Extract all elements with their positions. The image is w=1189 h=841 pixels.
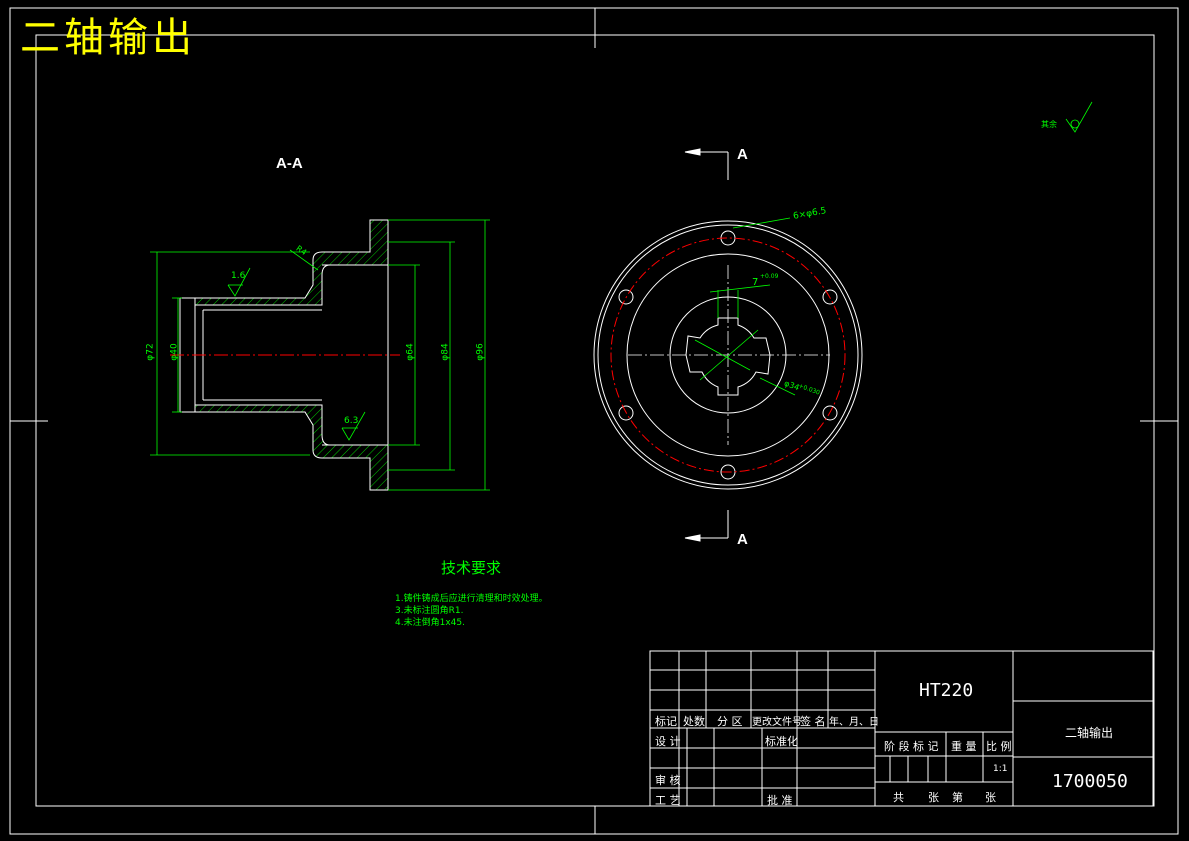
design-label: 设 计 <box>655 735 681 748</box>
roughness-6-3: 6.3 <box>344 416 359 426</box>
stage-mark-label: 阶 段 标 记 <box>884 740 939 753</box>
ratio-label: 比 例 <box>986 740 1012 753</box>
approve-label: 批 准 <box>767 794 793 807</box>
cut-label-bottom: A <box>737 531 748 548</box>
title-block <box>649 650 1154 807</box>
header-count: 处数 <box>683 715 705 728</box>
part-name: 二轴输出 <box>1065 726 1114 740</box>
process-label: 工 艺 <box>655 794 681 807</box>
section-label: A-A <box>276 155 303 172</box>
drawing-no: 1700050 <box>1052 771 1128 792</box>
drawing-title: 二轴输出 <box>20 15 196 61</box>
sheets2-label: 张 <box>985 791 996 804</box>
scale-value: 1:1 <box>993 764 1008 774</box>
dim-phi72: φ72 <box>145 343 156 361</box>
section-upper-wall <box>180 219 389 306</box>
cut-label-top: A <box>737 146 748 163</box>
dim-phi96: φ96 <box>475 343 486 361</box>
front-view <box>593 148 863 542</box>
dim-phi40: φ40 <box>169 343 180 361</box>
standardize-label: 标准化 <box>765 735 798 748</box>
frame <box>9 7 1179 835</box>
total-label: 共 <box>893 791 904 804</box>
section-view <box>150 219 490 491</box>
header-date: 年、月、日 <box>829 717 879 728</box>
weight-label: 重 量 <box>951 740 977 753</box>
bolt-circle <box>610 237 846 473</box>
tech-requirements-title: 技术要求 <box>441 559 502 577</box>
tech-requirement-item: 3.未标注圆角R1. <box>395 606 464 616</box>
header-signature: 签 名 <box>800 715 826 728</box>
sheet-no-label: 第 <box>952 791 963 804</box>
header-zone: 分 区 <box>717 715 743 728</box>
keyway-tol: +0.09 <box>760 273 779 280</box>
dim-phi84: φ84 <box>440 343 451 361</box>
header-change-doc: 更改文件号 <box>752 717 802 728</box>
dim-phi64: φ64 <box>405 343 416 361</box>
roughness-symbol <box>1065 101 1093 133</box>
roughness-remaining-label: 其余 <box>1041 120 1057 129</box>
tech-requirement-item: 4.未注倒角1x45. <box>395 618 465 628</box>
sheets-label: 张 <box>928 791 939 804</box>
header-mark: 标记 <box>655 715 677 728</box>
roughness-1-6: 1.6 <box>231 271 246 281</box>
tech-requirement-item: 1.铸件铸成后应进行清理和时效处理。 <box>395 594 548 604</box>
material: HT220 <box>919 680 974 701</box>
keyway-note: 7 <box>752 277 759 288</box>
review-label: 审 核 <box>655 774 681 787</box>
